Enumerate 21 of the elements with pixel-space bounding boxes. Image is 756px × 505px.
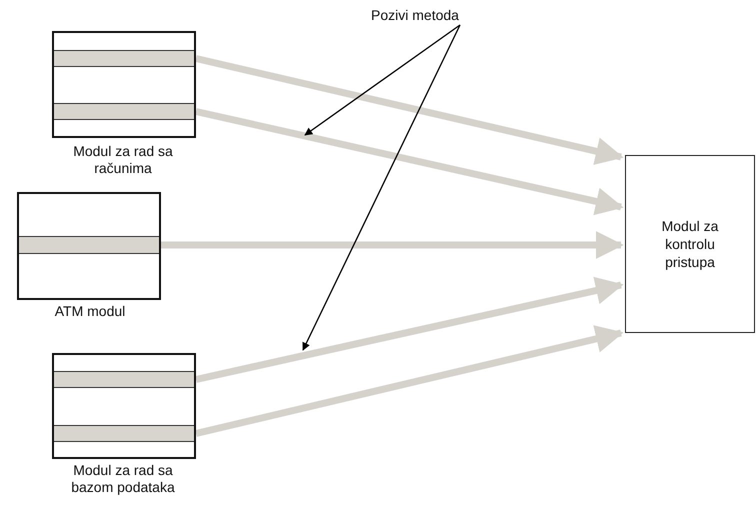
method-band (54, 371, 194, 388)
method-band (54, 103, 194, 120)
module-box (17, 192, 161, 300)
method-band (19, 236, 159, 254)
method-band (54, 425, 194, 442)
call-arrow (195, 325, 624, 437)
module-box (52, 353, 196, 459)
call-arrow (195, 108, 624, 216)
call-arrow (195, 276, 624, 383)
callout-text: Pozivi metoda (371, 6, 459, 24)
module-caption: Modul za rad sa bazom podataka (70, 462, 176, 496)
call-arrow (195, 55, 624, 165)
module-box (52, 31, 196, 138)
module-name: Modul za kontrolu pristupa (660, 217, 720, 271)
call-arrow (161, 231, 624, 259)
method-band (54, 50, 194, 67)
leader-line (304, 24, 460, 136)
module-caption: Modul za rad sa računima (72, 143, 174, 177)
module-box (625, 155, 755, 333)
module-caption: ATM modul (54, 303, 126, 320)
leader-line (302, 24, 461, 351)
